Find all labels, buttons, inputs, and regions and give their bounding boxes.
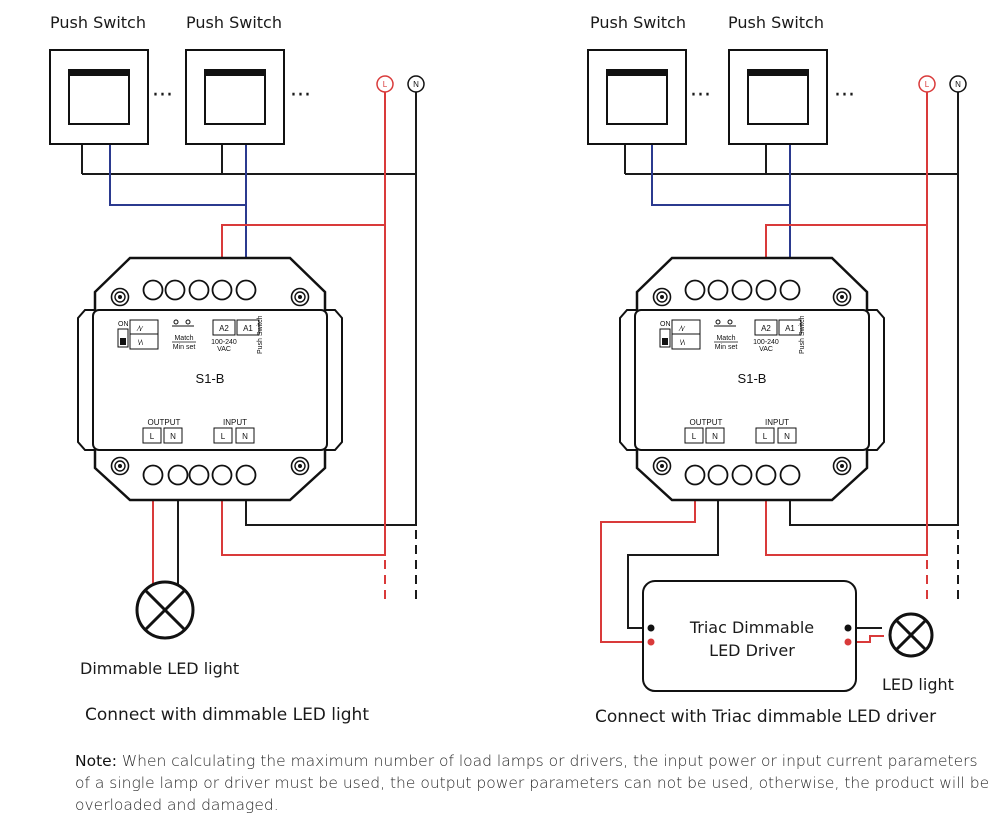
svg-text:L: L	[763, 432, 768, 441]
svg-text:⁄\⁄: ⁄\⁄	[678, 326, 686, 333]
left-push-switch-1	[49, 49, 149, 145]
svg-text:INPUT: INPUT	[223, 418, 247, 427]
right-ellipsis-2: ···	[834, 83, 855, 108]
svg-text:A1: A1	[785, 324, 795, 333]
svg-text:N: N	[784, 432, 790, 441]
svg-text:Triac Dimmable: Triac Dimmable	[689, 618, 814, 637]
svg-text:Min set: Min set	[715, 344, 738, 351]
svg-text:INPUT: INPUT	[765, 418, 789, 427]
svg-text:N: N	[242, 432, 248, 441]
svg-text:N: N	[955, 80, 961, 89]
right-wires	[600, 90, 959, 643]
left-diagram: Push Switch Push Switch ··· ··· L N ON	[49, 13, 425, 725]
triac-led-driver: Triac Dimmable LED Driver	[642, 580, 857, 692]
left-wires	[81, 90, 417, 605]
svg-text:OUTPUT: OUTPUT	[690, 418, 723, 427]
left-neutral-symbol: N	[407, 75, 425, 93]
right-lamp	[888, 612, 934, 658]
note-text: Note: When calculating the maximum numbe…	[75, 750, 990, 816]
note-prefix: Note:	[75, 752, 117, 770]
right-neutral-symbol: N	[949, 75, 967, 93]
svg-text:100-240: 100-240	[211, 339, 237, 346]
svg-text:\⁄\: \⁄\	[138, 340, 143, 347]
svg-text:100-240: 100-240	[753, 339, 779, 346]
right-push-switch-1	[587, 49, 687, 145]
note-body: When calculating the maximum number of l…	[75, 752, 990, 814]
right-ellipsis-1: ···	[690, 83, 711, 108]
svg-text:VAC: VAC	[759, 346, 773, 353]
svg-text:A1: A1	[243, 324, 253, 333]
svg-text:L: L	[221, 432, 226, 441]
right-model-label: S1-B	[738, 371, 767, 386]
left-ellipsis-2: ···	[290, 83, 311, 108]
right-switch-label-1: Push Switch	[590, 13, 686, 32]
left-switch-label-2: Push Switch	[186, 13, 282, 32]
svg-text:LED Driver: LED Driver	[709, 641, 795, 660]
svg-text:ON: ON	[118, 321, 129, 328]
svg-text:\⁄\: \⁄\	[680, 340, 685, 347]
svg-text:L: L	[150, 432, 155, 441]
left-ellipsis-1: ···	[152, 83, 173, 108]
svg-text:A2: A2	[219, 324, 229, 333]
svg-text:Push Switch: Push Switch	[799, 315, 806, 354]
left-push-switch-2	[185, 49, 285, 145]
right-live-symbol: L	[918, 75, 936, 93]
left-controller-s1b: ON ⁄\⁄ \⁄\ Match Min set A2 A1 100-240 VA…	[77, 256, 343, 502]
right-controller-s1b: ON ⁄\⁄ \⁄\ Match Min set A2 A1 100-240 VA…	[619, 256, 885, 502]
svg-text:Match: Match	[174, 335, 193, 342]
svg-text:L: L	[925, 80, 930, 89]
right-caption: Connect with Triac dimmable LED driver	[595, 707, 936, 727]
svg-text:N: N	[413, 80, 419, 89]
svg-text:Match: Match	[716, 335, 735, 342]
svg-text:L: L	[692, 432, 697, 441]
right-switch-label-2: Push Switch	[728, 13, 824, 32]
svg-text:OUTPUT: OUTPUT	[148, 418, 181, 427]
left-model-label: S1-B	[196, 371, 225, 386]
left-lamp	[135, 580, 195, 640]
left-load-label: Dimmable LED light	[80, 659, 239, 678]
svg-text:L: L	[383, 80, 388, 89]
svg-text:A2: A2	[761, 324, 771, 333]
svg-text:VAC: VAC	[217, 346, 231, 353]
left-switch-label-1: Push Switch	[50, 13, 146, 32]
right-load-label: LED light	[882, 675, 954, 694]
right-diagram: Push Switch Push Switch ··· ··· L N ON	[587, 13, 967, 727]
right-push-switch-2	[728, 49, 828, 145]
svg-text:⁄\⁄: ⁄\⁄	[136, 326, 144, 333]
svg-text:ON: ON	[660, 321, 671, 328]
svg-text:Push Switch: Push Switch	[257, 315, 264, 354]
svg-text:N: N	[170, 432, 176, 441]
left-live-symbol: L	[376, 75, 394, 93]
svg-text:N: N	[712, 432, 718, 441]
svg-text:Min set: Min set	[173, 344, 196, 351]
left-caption: Connect with dimmable LED light	[85, 705, 369, 725]
